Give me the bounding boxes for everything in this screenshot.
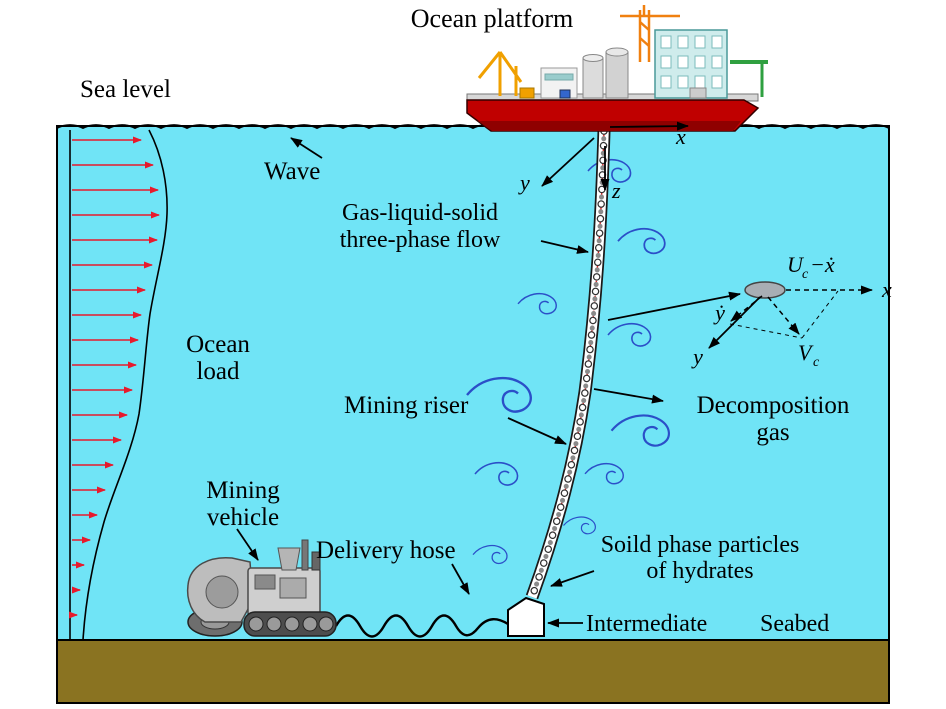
seabed-label: Seabed — [760, 611, 829, 637]
seabed-ground — [56, 639, 890, 704]
platform-building-windows — [660, 35, 723, 89]
cs-v-sub-label: c — [813, 355, 820, 370]
axis-z-label: z — [611, 178, 621, 203]
water-body — [56, 125, 890, 643]
mining-vehicle-label-line1: Mining — [206, 477, 280, 504]
three-phase-flow-label-line2: three-phase flow — [340, 227, 501, 253]
cs-y-label: y — [691, 344, 703, 369]
wave-label: Wave — [264, 158, 320, 185]
mining-vehicle-graphic — [186, 539, 337, 637]
sea-surface-wave — [56, 124, 890, 129]
mining-riser-tube — [525, 127, 611, 601]
platform-coordinate-frame — [541, 121, 689, 191]
decomposition-gas-label-line2: gas — [756, 419, 789, 446]
sea-level-label: Sea level — [80, 76, 171, 103]
cross-section-diagram: U c −ẋ x ẏ y V c — [607, 252, 892, 370]
platform-hull-waterline — [478, 121, 741, 131]
cs-u-label: U — [787, 252, 805, 277]
ocean-load-label-line2: load — [196, 358, 240, 385]
hydrate-particles-label-line2: of hydrates — [646, 558, 753, 584]
annotation-arrows — [236, 137, 664, 628]
three-phase-flow-label-line1: Gas-liquid-solid — [342, 200, 498, 226]
axis-y-label: y — [518, 170, 530, 195]
cs-u-rest-label: −ẋ — [810, 252, 835, 277]
platform-crane-left-icon — [477, 51, 523, 96]
ocean-load-profile — [69, 129, 168, 641]
delivery-hose-label: Delivery hose — [316, 537, 456, 564]
ocean-load-label-line1: Ocean — [186, 331, 250, 358]
cs-v-label: V — [798, 340, 814, 365]
cs-u-sub-label: c — [802, 267, 809, 282]
cs-ydot-label: ẏ — [713, 300, 725, 325]
ocean-load-arrows — [69, 136, 160, 619]
ocean-platform-label: Ocean platform — [411, 4, 573, 33]
delivery-hose-line — [334, 614, 509, 638]
cs-x-label: x — [881, 277, 892, 302]
intermediate-label: Intermediate — [586, 611, 707, 637]
mining-riser-label: Mining riser — [344, 392, 469, 419]
ocean-platform-graphic — [466, 5, 768, 132]
riser-particles — [529, 128, 607, 600]
intermediate-junction-box — [507, 596, 545, 637]
axis-x-label: x — [675, 124, 686, 149]
decomposition-gas-label-line1: Decomposition — [697, 392, 850, 419]
mining-vehicle-label-line2: vehicle — [207, 504, 279, 531]
hydrate-particles-label-line1: Soild phase particles — [601, 532, 800, 558]
riser-bubbles-fill — [529, 128, 607, 600]
platform-crane-right-icon — [620, 5, 680, 62]
